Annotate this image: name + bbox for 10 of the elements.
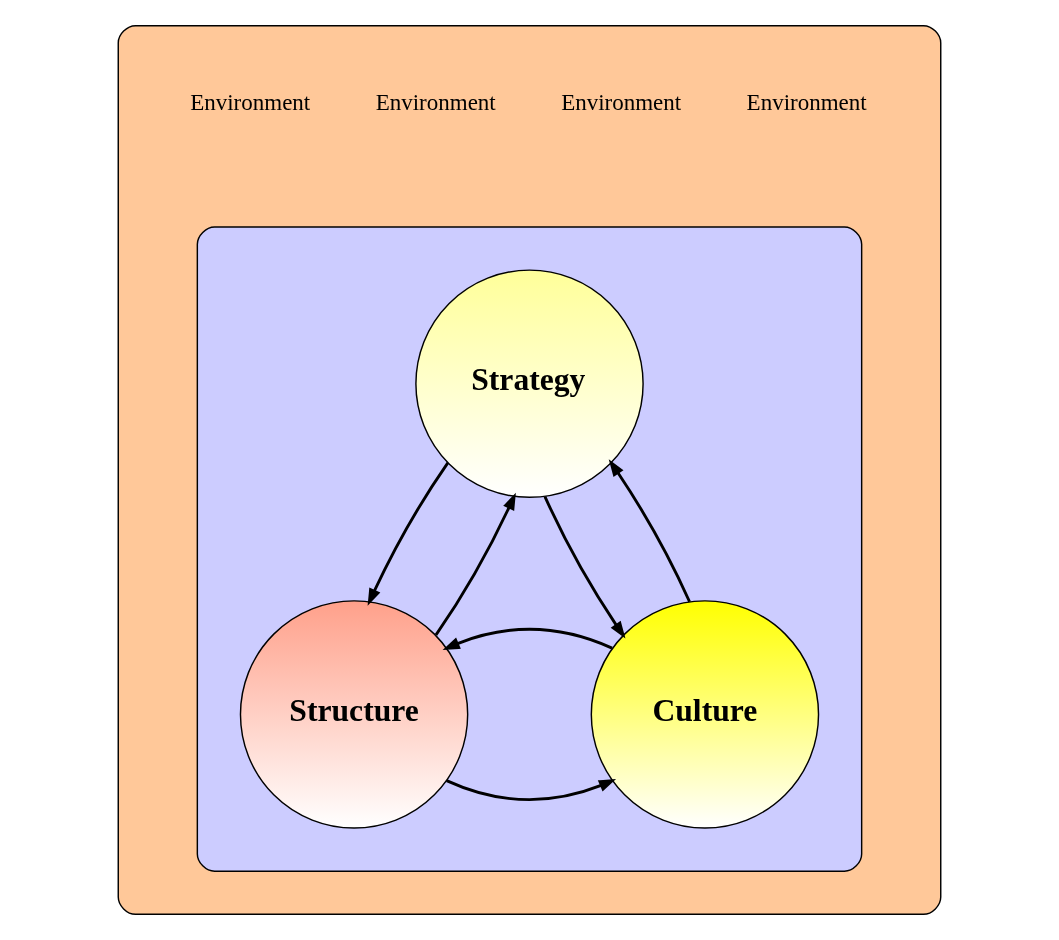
arrow: [608, 459, 691, 603]
node-circle: Strategy: [415, 269, 644, 499]
arrow: [442, 627, 613, 650]
node-circle: Culture: [590, 600, 820, 829]
arrow: [543, 496, 626, 639]
arrow: [434, 492, 516, 636]
cluster: [196, 226, 863, 872]
node-circle: Structure: [239, 600, 469, 829]
arrow: [446, 779, 617, 801]
arrow: [367, 462, 449, 606]
